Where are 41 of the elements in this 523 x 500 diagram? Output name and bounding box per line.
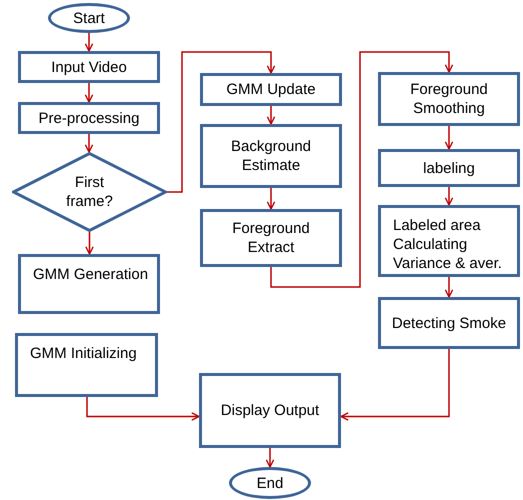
arrow <box>444 187 454 206</box>
node-text: labeling <box>423 158 475 178</box>
node-text: Pre-processing <box>38 108 140 128</box>
node-text: Input Video <box>51 58 127 76</box>
process-box <box>199 373 341 448</box>
node-text: Labeled area Calculating Variance & aver. <box>393 216 503 273</box>
arrow <box>86 397 200 421</box>
node-text: Foreground Smoothing <box>409 80 489 118</box>
arrow <box>266 106 276 125</box>
arrow <box>167 51 276 193</box>
arrow <box>444 277 454 298</box>
arrow <box>84 33 94 52</box>
arrow <box>270 51 454 288</box>
node-text: Detecting Smoke <box>392 314 506 332</box>
arrow <box>266 188 276 210</box>
process-box <box>378 297 520 349</box>
process-box <box>378 149 520 187</box>
process-box <box>15 333 158 397</box>
node-text: End <box>256 474 284 492</box>
node-text: Display Output <box>220 401 320 420</box>
node-text: GMM Update <box>226 80 316 99</box>
node-text: GMM Generation <box>33 265 148 284</box>
process-box <box>378 72 520 126</box>
process-box <box>200 73 342 106</box>
process-box <box>18 254 160 314</box>
process-box <box>18 51 160 83</box>
node-text: Background Estimate <box>230 137 312 175</box>
arrow <box>340 349 450 421</box>
process-box <box>18 102 160 134</box>
arrow <box>266 448 274 468</box>
process-box <box>200 124 342 188</box>
node-text: First frame? <box>65 173 114 211</box>
arrow <box>444 126 454 150</box>
process-box <box>378 205 520 277</box>
arrow <box>85 232 94 255</box>
arrow <box>84 83 94 103</box>
process-box <box>200 209 342 267</box>
node-text: Start <box>73 8 105 28</box>
node-text: Foreground Extract <box>231 219 311 257</box>
arrow <box>84 134 94 153</box>
node-text: GMM Initializing <box>30 344 137 363</box>
